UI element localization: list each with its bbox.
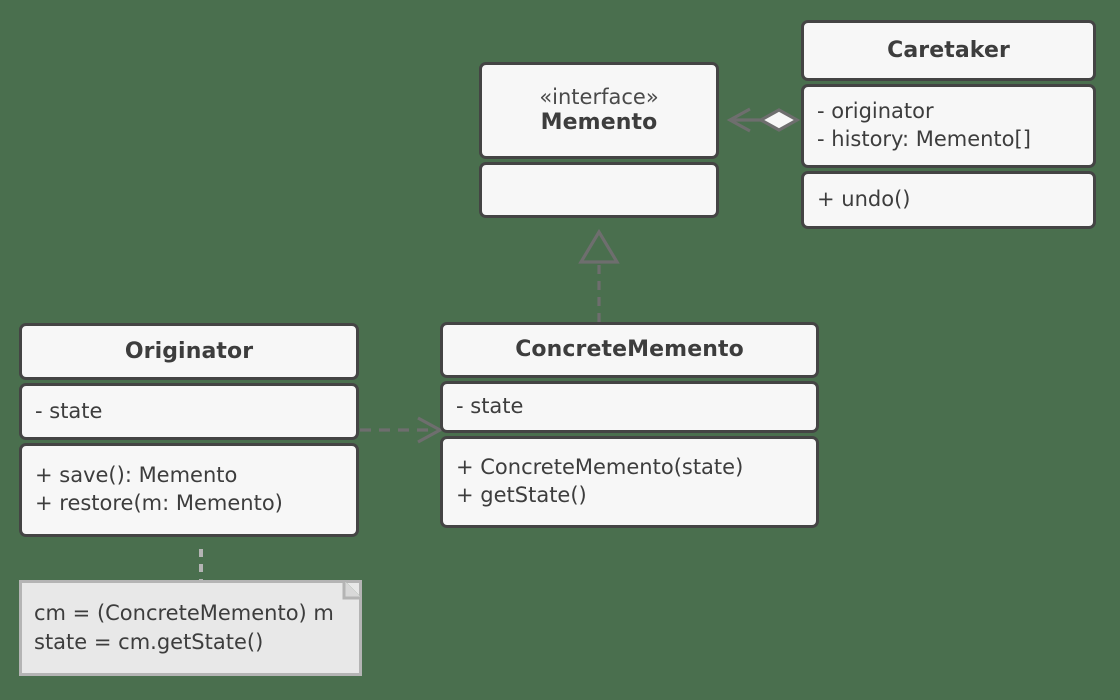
originator-attributes-compartment: - state bbox=[19, 383, 359, 440]
concretememento-attribute: - state bbox=[456, 394, 524, 419]
originator-method: + restore(m: Memento) bbox=[35, 491, 283, 515]
concretememento-method: + ConcreteMemento(state) bbox=[456, 455, 744, 480]
caretaker-class-name: Caretaker bbox=[887, 37, 1010, 63]
originator-method: + save(): Memento bbox=[35, 463, 238, 488]
edge-originator-depends-concretememento bbox=[360, 416, 444, 444]
caretaker-title-compartment: Caretaker bbox=[801, 20, 1096, 81]
originator-class-name: Originator bbox=[124, 338, 254, 364]
note-box-originator[interactable]: cm = (ConcreteMemento) m state = cm.getS… bbox=[19, 580, 362, 676]
concretememento-method: + getState() bbox=[456, 483, 587, 507]
originator-methods-compartment: + save(): Memento + restore(m: Memento) bbox=[19, 443, 359, 537]
concretememento-methods-compartment: + ConcreteMemento(state) + getState() bbox=[440, 436, 819, 528]
class-box-memento[interactable]: «interface» Memento bbox=[479, 62, 719, 218]
memento-class-name: Memento bbox=[540, 110, 658, 136]
note-line: cm = (ConcreteMemento) m bbox=[34, 601, 334, 626]
caretaker-methods-compartment: + undo() bbox=[801, 171, 1096, 229]
caretaker-attributes-compartment: - originator - history: Memento[] bbox=[801, 84, 1096, 168]
concretememento-title-compartment: ConcreteMemento bbox=[440, 322, 819, 378]
concretememento-attributes-compartment: - state bbox=[440, 381, 819, 433]
caretaker-attribute: - originator bbox=[817, 99, 934, 124]
originator-title-compartment: Originator bbox=[19, 323, 359, 380]
memento-members-compartment bbox=[479, 162, 719, 218]
hollow-triangle-decoration bbox=[578, 228, 620, 264]
concretememento-class-name: ConcreteMemento bbox=[515, 337, 744, 363]
memento-title-compartment: «interface» Memento bbox=[479, 62, 719, 159]
class-box-originator[interactable]: Originator - state + save(): Memento + r… bbox=[19, 323, 359, 537]
caretaker-attribute: - history: Memento[] bbox=[817, 127, 1031, 151]
hollow-diamond-decoration bbox=[757, 108, 801, 132]
open-arrow-decoration bbox=[417, 416, 444, 444]
edge-concretememento-realizes-memento bbox=[578, 228, 620, 322]
originator-attribute: - state bbox=[35, 398, 103, 423]
note-line: state = cm.getState() bbox=[34, 630, 264, 654]
note-fold-corner-icon bbox=[337, 583, 359, 605]
class-box-concretememento[interactable]: ConcreteMemento - state + ConcreteMement… bbox=[440, 322, 819, 528]
open-arrow-decoration bbox=[726, 107, 751, 133]
edge-caretaker-aggregates-memento bbox=[726, 107, 801, 133]
memento-stereotype: «interface» bbox=[539, 85, 659, 110]
class-box-caretaker[interactable]: Caretaker - originator - history: Mement… bbox=[801, 20, 1096, 229]
caretaker-method: + undo() bbox=[817, 187, 911, 212]
